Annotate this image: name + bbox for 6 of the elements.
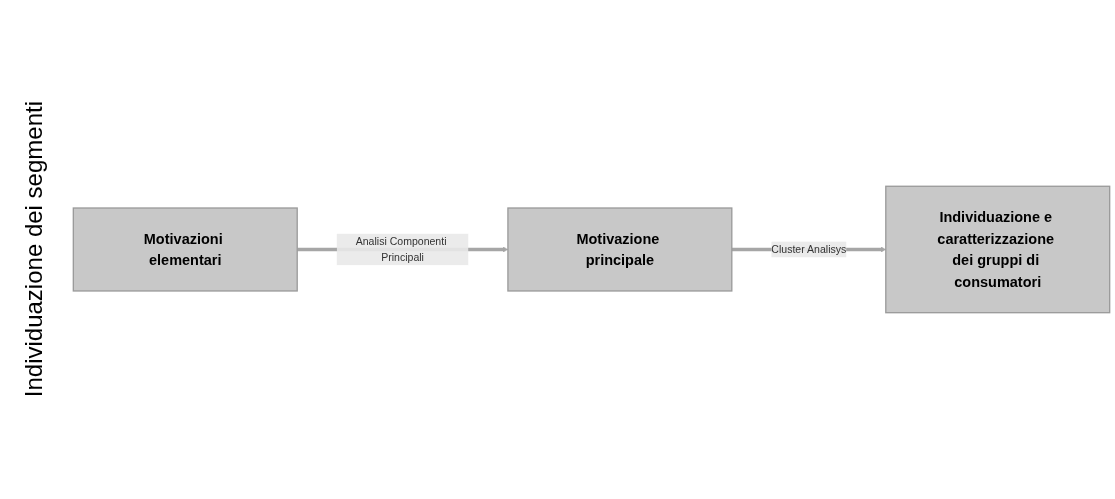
edge-label: Cluster Analisys xyxy=(771,243,847,255)
edge-label: Analisi Componenti Principali xyxy=(355,235,447,263)
node-box: Individuazione e caratterizzazione dei gruppi di consumatori xyxy=(885,185,1111,314)
node-box: Motivazione principale xyxy=(507,207,733,292)
diagram-title: Individuazione dei segmenti xyxy=(20,101,48,398)
node-box: Motivazioni elementari xyxy=(72,207,298,292)
